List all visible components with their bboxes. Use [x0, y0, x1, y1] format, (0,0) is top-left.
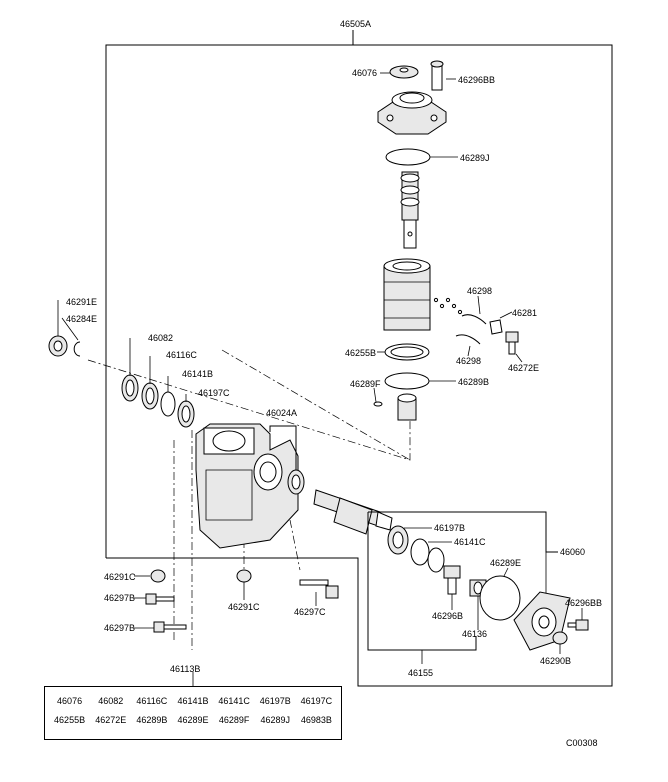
seal-46141c-a	[410, 538, 430, 566]
seal-46141c-b	[427, 547, 445, 573]
assembly-label: 46505A	[340, 19, 371, 29]
label-46297c: 46297C	[294, 607, 326, 617]
label-46141b: 46141B	[182, 369, 213, 379]
label-46297b-b: 46297B	[104, 623, 135, 633]
label-46197c: 46197C	[198, 388, 230, 398]
o-ring-46289f	[373, 401, 383, 407]
label-46284e: 46284E	[66, 314, 97, 324]
o-ring-46289e	[479, 575, 521, 621]
bolt-46296bb-bottom	[567, 619, 589, 631]
o-ring-46289b	[384, 372, 430, 390]
kit-item: 46082	[98, 696, 124, 706]
kit-item: 46255B	[54, 715, 86, 725]
kit-title: 46113B	[170, 664, 201, 674]
label-46060: 46060	[560, 547, 585, 557]
kit-item: 46289J	[260, 715, 291, 725]
label-46289e: 46289E	[490, 558, 521, 568]
bolt-46297b-a	[145, 593, 175, 605]
bracket-46281	[489, 319, 503, 335]
label-46281: 46281	[512, 308, 537, 318]
kit-item: 46141B	[177, 696, 209, 706]
label-46289j: 46289J	[460, 153, 490, 163]
label-46290b: 46290B	[540, 656, 571, 666]
plug-part	[397, 393, 417, 421]
nut-46291e	[48, 335, 68, 357]
kit-item: 46289E	[177, 715, 209, 725]
label-46197b: 46197B	[434, 523, 465, 533]
label-46289f: 46289F	[350, 379, 381, 389]
label-46297b-a: 46297B	[104, 593, 135, 603]
label-46291c-a: 46291C	[104, 572, 136, 582]
kit-item: 46983B	[300, 715, 332, 725]
seal-stack-left	[121, 374, 195, 428]
valve-sleeve-part	[383, 258, 463, 331]
figure-code: C00308	[566, 738, 598, 748]
label-46024a: 46024A	[266, 408, 297, 418]
label-46289b: 46289B	[458, 377, 489, 387]
kit-item: 46289B	[136, 715, 168, 725]
top-cover-part	[377, 60, 447, 135]
o-ring-46289j	[385, 148, 431, 166]
label-46155: 46155	[408, 668, 433, 678]
bearing-46024a	[287, 469, 305, 495]
clip-46298-lower	[455, 334, 481, 345]
valve-spool-part	[400, 171, 420, 249]
snap-ring-46284e	[73, 341, 81, 357]
kit-item: 46141C	[218, 696, 250, 706]
pinion-shaft-part	[313, 489, 393, 535]
kit-item: 46076	[57, 696, 83, 706]
nut-46291c-b	[236, 569, 252, 583]
kit-item: 46289F	[218, 715, 250, 725]
label-46298-a: 46298	[467, 286, 492, 296]
label-46296bb-bottom: 46296BB	[565, 598, 602, 608]
label-46082: 46082	[148, 333, 173, 343]
gear-housing-part	[195, 423, 299, 549]
bolt-46272e	[505, 331, 519, 355]
label-46076: 46076	[352, 68, 377, 78]
kit-contents-table: 46076 46082 46116C 46141B 46141C 46197B …	[44, 686, 342, 740]
clip-46298-upper	[461, 314, 487, 325]
bolt-46297b-b	[153, 621, 187, 633]
label-46298-b: 46298	[456, 356, 481, 366]
kit-row-1: 46076 46082 46116C 46141B 46141C 46197B …	[45, 696, 341, 707]
kit-item: 46116C	[136, 696, 168, 706]
kit-item: 46197B	[259, 696, 291, 706]
kit-row-2: 46255B 46272E 46289B 46289E 46289F 46289…	[45, 715, 341, 726]
label-46272e: 46272E	[508, 363, 539, 373]
bolt-46297c	[299, 579, 339, 599]
label-46136: 46136	[462, 629, 487, 639]
nut-46291c-a	[150, 569, 166, 583]
kit-item: 46197C	[300, 696, 333, 706]
label-46255b: 46255B	[345, 348, 376, 358]
nut-46290b	[552, 631, 568, 645]
assembly-frame	[105, 30, 613, 687]
label-46296bb-top: 46296BB	[458, 75, 495, 85]
screw-46296b	[443, 565, 461, 595]
label-46141c: 46141C	[454, 537, 486, 547]
kit-item: 46272E	[95, 715, 127, 725]
label-46291c-b: 46291C	[228, 602, 260, 612]
label-46116c: 46116C	[166, 350, 197, 360]
label-46291e: 46291E	[66, 297, 97, 307]
label-46296b: 46296B	[432, 611, 463, 621]
